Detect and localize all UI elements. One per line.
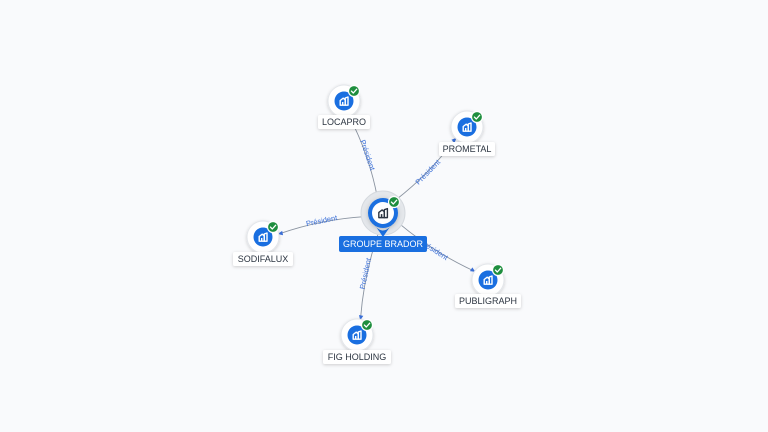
node-label: FIG HOLDING [328, 352, 387, 362]
node-label-bg [455, 294, 521, 308]
building-icon [378, 207, 389, 219]
verified-check-icon [491, 263, 505, 277]
center-label: GROUPE BRADOR [343, 239, 424, 249]
node-fig-holding[interactable]: FIG HOLDING [323, 318, 391, 364]
edge-sodifalux: Président [277, 213, 366, 236]
node-locapro[interactable]: LOCAPRO [318, 84, 370, 129]
verified-check-icon [347, 84, 361, 98]
building-icon [462, 122, 472, 132]
node-label-bg [318, 115, 370, 129]
verified-check-icon [387, 195, 401, 209]
verified-check-icon [470, 110, 484, 124]
node-label-bg [233, 252, 293, 266]
edge-role-label: Président [358, 139, 377, 173]
node-label: SODIFALUX [238, 254, 289, 264]
node-label: PROMETAL [443, 144, 492, 154]
verified-check-icon [360, 318, 374, 332]
edge-role-label: Président [414, 157, 443, 187]
building-icon [258, 232, 268, 242]
node-prometal[interactable]: PROMETAL [439, 110, 495, 156]
edge-arrow-icon [451, 137, 457, 143]
center-node[interactable]: GROUPE BRADOR [339, 190, 427, 252]
building-icon [352, 330, 362, 340]
node-label-bg [323, 350, 391, 364]
center-label-bg [339, 236, 427, 252]
node-label: LOCAPRO [322, 117, 366, 127]
building-icon [339, 96, 349, 106]
verified-check-icon [266, 220, 280, 234]
building-icon [483, 275, 493, 285]
edge-arrow-icon [469, 267, 476, 272]
node-label: PUBLIGRAPH [459, 296, 517, 306]
edge-role-label: Président [358, 256, 374, 290]
edge-role-label: Président [305, 213, 339, 228]
node-label-bg [439, 142, 495, 156]
map-pin-icon [370, 218, 396, 237]
node-sodifalux[interactable]: SODIFALUX [233, 220, 293, 266]
node-publigraph[interactable]: PUBLIGRAPH [455, 263, 521, 308]
